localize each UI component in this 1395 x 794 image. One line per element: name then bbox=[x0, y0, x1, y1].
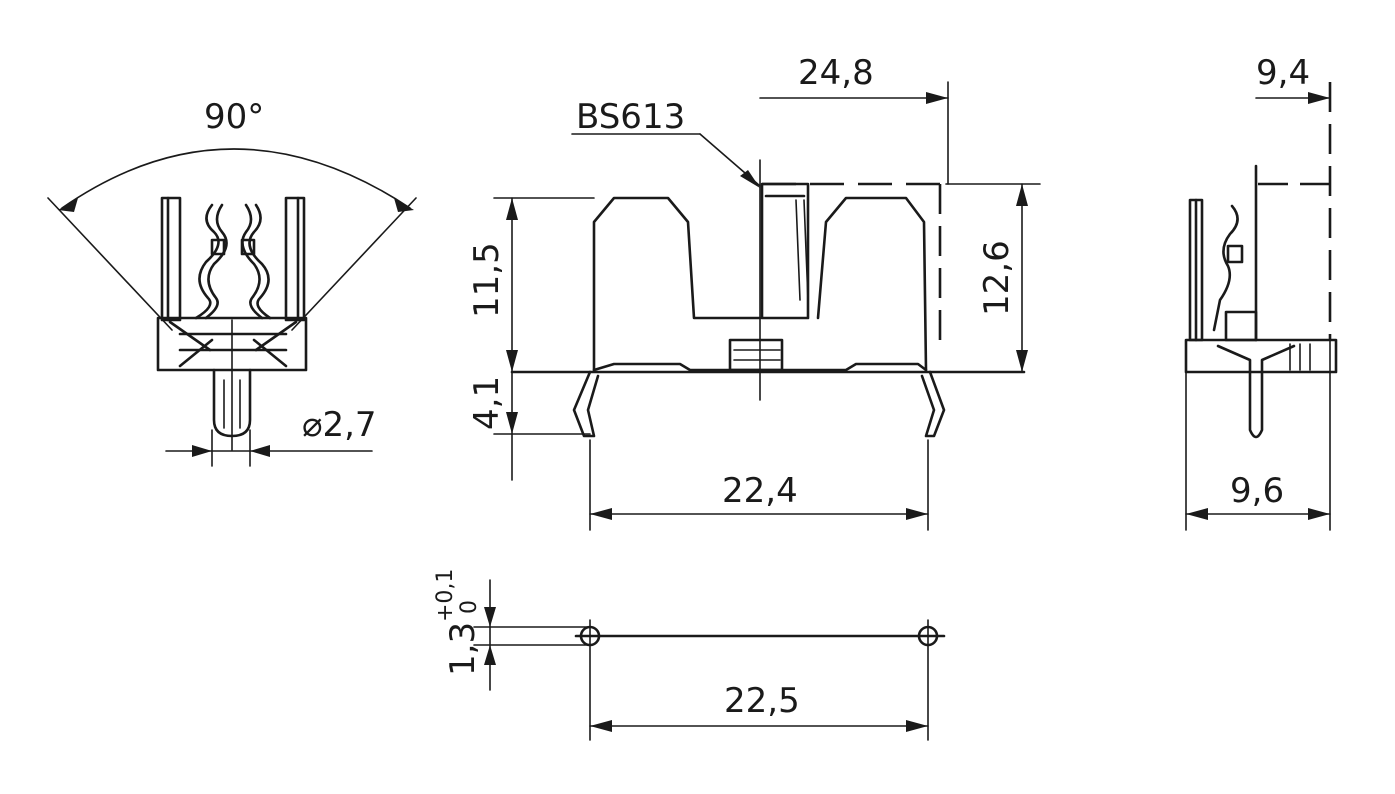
hole-pattern bbox=[473, 579, 946, 741]
hole-tol-lower-label: 0 bbox=[457, 600, 482, 614]
end-view bbox=[1184, 82, 1338, 531]
clip-block bbox=[760, 182, 810, 320]
width-body-label: 22,4 bbox=[722, 471, 798, 511]
body-left-hump bbox=[592, 196, 762, 372]
side-pin-left bbox=[572, 370, 600, 438]
height-pins-label: 4,1 bbox=[467, 376, 507, 430]
angle-arc bbox=[61, 148, 411, 209]
front-left-wall bbox=[160, 196, 182, 322]
front-right-wall bbox=[284, 196, 306, 322]
front-view bbox=[47, 148, 417, 467]
pin-diameter-label: ⌀2,7 bbox=[302, 405, 377, 445]
height-body-label: 11,5 bbox=[467, 242, 507, 318]
side-width-label: 9,6 bbox=[1230, 471, 1284, 511]
angle-leg-left bbox=[47, 197, 173, 331]
hole-tol-upper-label: +0,1 bbox=[433, 569, 458, 622]
hole-pitch-label: 22,5 bbox=[724, 681, 800, 721]
hole-dia-label: 1,3 bbox=[443, 622, 483, 676]
angle-leg-right bbox=[291, 197, 417, 331]
spring-left bbox=[194, 203, 220, 320]
end-spring bbox=[1212, 204, 1239, 332]
spring-right bbox=[248, 203, 272, 320]
angle-arrow-left bbox=[58, 198, 78, 212]
side-top-label: 9,4 bbox=[1256, 53, 1310, 93]
angle-arrow-right bbox=[394, 198, 414, 212]
side-view bbox=[493, 81, 1041, 531]
front-pin bbox=[212, 368, 252, 438]
end-pin bbox=[1216, 344, 1296, 439]
depth-overall-label: 24,8 bbox=[798, 53, 874, 93]
body-right-hump bbox=[816, 196, 928, 372]
height-total-label: 12,6 bbox=[977, 240, 1017, 316]
part-number-label: BS613 bbox=[576, 97, 685, 137]
angle-label: 90° bbox=[204, 97, 264, 137]
center-tab bbox=[728, 338, 784, 372]
side-pin-right bbox=[920, 370, 946, 438]
